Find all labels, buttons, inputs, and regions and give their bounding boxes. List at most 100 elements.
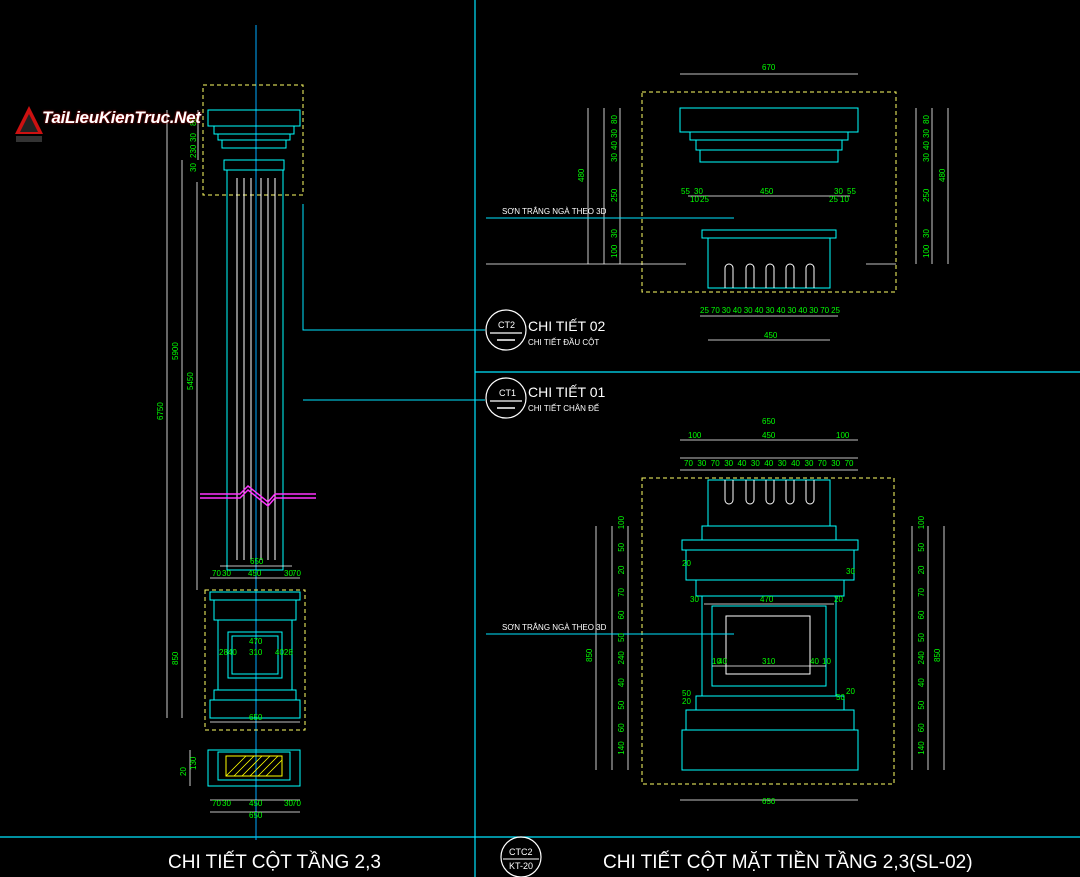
base-inner-l-1: 40 [718,657,727,666]
cap-bottom-row-3: 40 [733,306,742,315]
cap-right-v-3: 30 [922,153,931,162]
base-row3-3: 30 [724,459,733,468]
dim-top-row-3: 30 [284,569,293,578]
cap-bottom-row-9: 40 [798,306,807,315]
cap-bottom-row-5: 40 [755,306,764,315]
base-left-v-7: 40 [617,678,626,687]
dim-plan-650: 650 [249,811,263,820]
dim-plan-row-1: 30 [222,799,231,808]
base-row3-6: 40 [764,459,773,468]
base-left-v-10: 140 [617,741,626,755]
cap-left-v-6: 100 [610,244,619,258]
base-right-v-2: 20 [917,565,926,574]
base-row2-1: 450 [762,431,776,440]
callout-subtitle-ct1: CHI TIẾT CHÂN ĐẾ [528,403,599,413]
dim-plan-row-0: 70 [212,799,221,808]
cap-left-v-5: 30 [610,229,619,238]
red-triangle-logo-icon [15,106,43,142]
cap-bottom-row-4: 30 [744,306,753,315]
cap-inner-r-1: 55 [847,187,856,196]
base-left-v-0: 100 [617,515,626,529]
dim-bottom-650: 650 [249,713,263,722]
callout-title-ct1: CHI TIẾT 01 [528,384,606,400]
column-elevation [166,25,485,840]
base-row3-1: 30 [697,459,706,468]
cap-left-total: 480 [577,168,586,182]
title-bar: CHI TIẾT CỘT TẦNG 2,3 CTC2 KT-20 CHI TIẾ… [168,836,973,877]
base-right-v-4: 60 [917,610,926,619]
cap-inner-l-2: 10 [690,195,699,204]
dim-cap-c: 230 [189,144,198,158]
base-side-r-3: 20 [846,687,855,696]
cap-bottom-row-7: 40 [777,306,786,315]
dim-cap-b: 30 [189,133,198,142]
dim-plan-h-1: 130 [189,756,198,770]
dim-panel-side-l: 2840 [219,648,237,657]
base-right-v-8: 50 [917,700,926,709]
cap-left-v-3: 30 [610,153,619,162]
cap-bottom-row-10: 30 [809,306,818,315]
watermark-text: TaiLieuKienTruc.Net [42,108,201,127]
base-row3-9: 30 [805,459,814,468]
dim-plan-row-3: 30 [284,799,293,808]
base-right-v-10: 140 [917,741,926,755]
dim-cap-d: 30 [189,163,198,172]
cap-left-v-1: 30 [610,129,619,138]
base-side-r-2: 50 [836,693,845,702]
cap-left-v-2: 40 [610,141,619,150]
dim-top-row-2: 450 [248,569,262,578]
base-row3-10: 70 [818,459,827,468]
note-paint-top: SƠN TRẮNG NGÀ THEO 3D [502,207,607,216]
callout-tag-ct2: CT2 [498,320,515,330]
base-row3-8: 40 [791,459,800,468]
dim-top-row-0: 70 [212,569,221,578]
base-left-v-5: 50 [617,633,626,642]
dim-top-650: 650 [250,557,264,566]
cap-bottom-row-2: 30 [722,306,731,315]
dim-panel-470: 470 [249,637,263,646]
base-right-v-5: 50 [917,633,926,642]
watermark: TaiLieuKienTruc.Net [14,98,264,158]
base-inner-310: 310 [762,657,776,666]
title-left: CHI TIẾT CỘT TẦNG 2,3 [168,851,381,873]
dim-plan-row-2: 450 [249,799,263,808]
cap-inner-r-0: 30 [834,187,843,196]
base-detail [486,439,945,801]
base-row2-0: 100 [688,431,702,440]
cap-right-v-0: 80 [922,115,931,124]
cap-right-v-5: 30 [922,229,931,238]
sheet-bubble-top: CTC2 [509,847,533,857]
base-row2-2: 100 [836,431,850,440]
cap-bottom-row-6: 30 [766,306,775,315]
cap-right-total: 480 [938,168,947,182]
callout-ct1: CT1 CHI TIẾT 01 CHI TIẾT CHÂN ĐẾ [485,377,606,419]
base-right-v-3: 70 [917,587,926,596]
base-right-v-7: 40 [917,678,926,687]
base-detail-texts: 650 100 450 100 SƠN TRẮNG NGÀ THEO 3D 85… [502,417,942,806]
base-left-v-3: 70 [617,587,626,596]
base-left-total: 850 [585,648,594,662]
cap-inner-450: 450 [760,187,774,196]
base-side-r-0: 30 [846,567,855,576]
cap-inner-r-3: 10 [840,195,849,204]
base-left-v-1: 50 [617,542,626,551]
dim-panel-side-r: 4028 [275,648,293,657]
title-right: CHI TIẾT CỘT MẶT TIỀN TẦNG 2,3(SL-02) [603,851,973,873]
cap-inner-l-1: 30 [694,187,703,196]
callout-subtitle-ct2: CHI TIẾT ĐẦU CỘT [528,337,599,347]
sheet-bubble-bottom: KT-20 [509,861,533,871]
base-right-total: 850 [933,648,942,662]
dim-plan-row-4: 70 [292,799,301,808]
dim-top-row-1: 30 [222,569,231,578]
capital-detail-texts: 670 SƠN TRẮNG NGÀ THEO 3D 480 480 80 30 … [502,63,947,340]
cap-bottom-row-11: 70 [820,306,829,315]
base-row3-5: 30 [751,459,760,468]
base-left-v-6: 240 [617,651,626,665]
base-right-v-6: 240 [917,651,926,665]
dim-cap-a: 80 [189,117,198,126]
dim-total-height: 6750 [156,402,165,420]
